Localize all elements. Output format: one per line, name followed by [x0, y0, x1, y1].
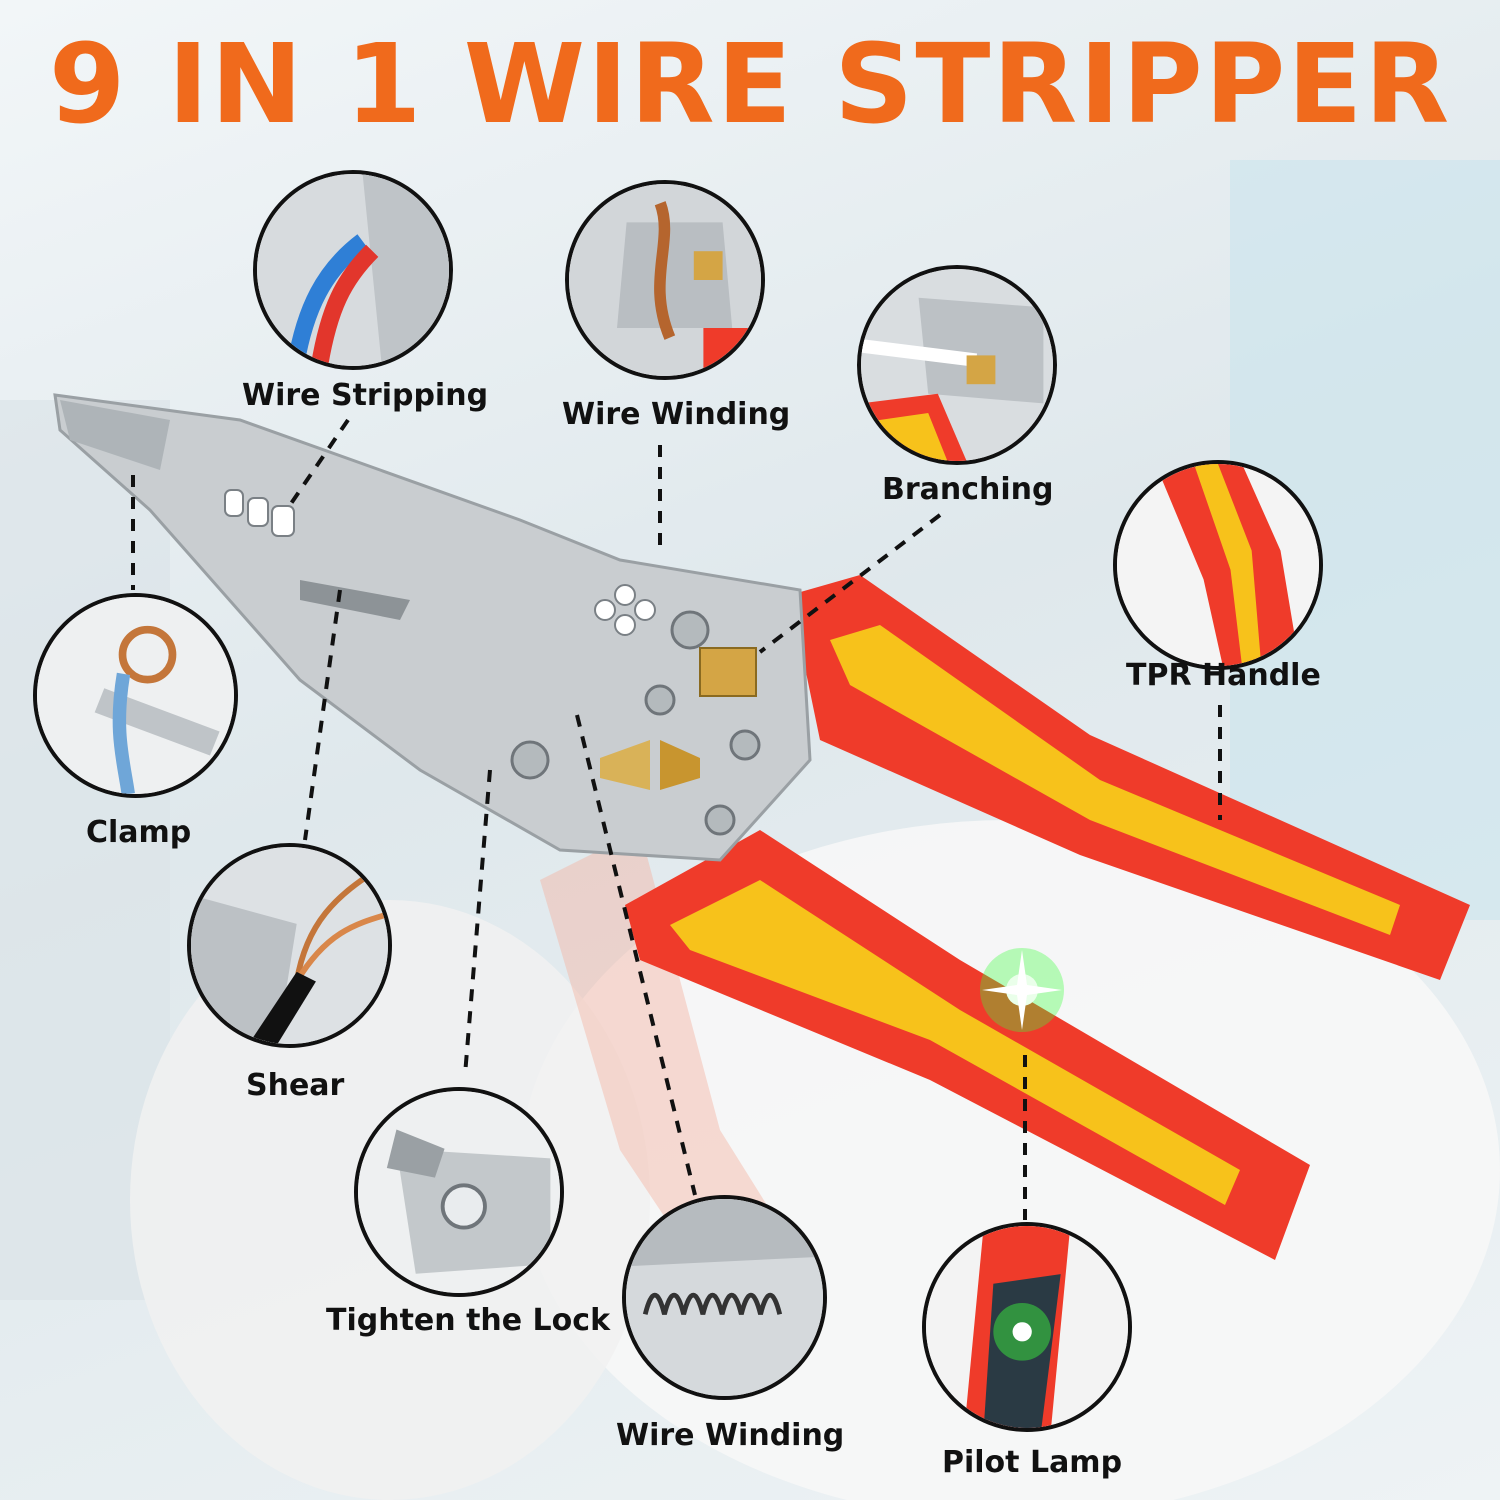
label-pilot-lamp: Pilot Lamp: [942, 1445, 1123, 1480]
wire-winding-top-photo: [565, 180, 765, 380]
wire-winding-bottom-photo: [622, 1195, 827, 1400]
wire-stripping-photo: [253, 170, 453, 370]
clamp-photo: [33, 593, 238, 798]
label-clamp: Clamp: [86, 815, 192, 850]
pilot-lamp-photo: [922, 1222, 1132, 1432]
label-tighten-lock: Tighten the Lock: [326, 1303, 611, 1338]
shear-photo: [187, 843, 392, 1048]
label-wire-winding-bottom: Wire Winding: [616, 1418, 845, 1453]
page-title: 9 IN 1 WIRE STRIPPER: [48, 20, 1452, 148]
label-tpr-handle: TPR Handle: [1126, 658, 1321, 693]
label-wire-stripping: Wire Stripping: [242, 378, 489, 413]
tighten-lock-photo: [354, 1087, 564, 1297]
label-shear: Shear: [246, 1068, 345, 1103]
branching-photo: [857, 265, 1057, 465]
label-branching: Branching: [882, 472, 1054, 507]
tpr-handle-photo: [1113, 460, 1323, 670]
brass-knob: [699, 647, 757, 697]
label-wire-winding-top: Wire Winding: [562, 397, 791, 432]
